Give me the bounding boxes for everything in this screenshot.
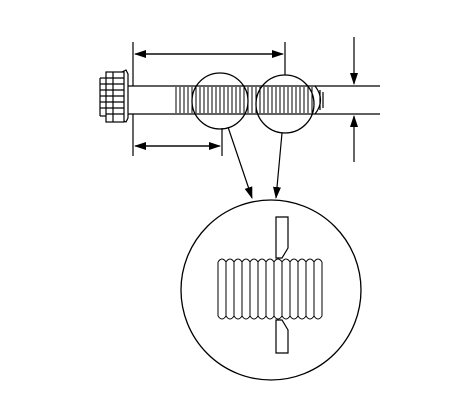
blade-upper bbox=[275, 216, 289, 259]
measure-zone-circle-a bbox=[191, 72, 249, 130]
measure-zone-circle-b bbox=[255, 74, 315, 134]
magnified-thread-hatching bbox=[225, 262, 315, 316]
bolt-head bbox=[99, 69, 129, 123]
leader-arrow-a bbox=[227, 126, 253, 199]
magnified-thread-segment bbox=[217, 258, 323, 320]
blade-lower bbox=[275, 319, 289, 354]
measuring-blade bbox=[275, 216, 289, 354]
bolt-shank bbox=[128, 85, 324, 115]
thread-profile-bottom bbox=[217, 315, 323, 320]
magnified-detail-view bbox=[180, 199, 362, 381]
leader-arrow-b bbox=[273, 132, 283, 199]
bolt-side-view bbox=[99, 69, 324, 134]
leader-arrows bbox=[227, 126, 283, 199]
thread-profile-top bbox=[217, 258, 323, 263]
dimension-lines bbox=[132, 37, 380, 162]
bolt-thread-hatching bbox=[175, 87, 313, 113]
magnified-circle bbox=[180, 199, 362, 381]
